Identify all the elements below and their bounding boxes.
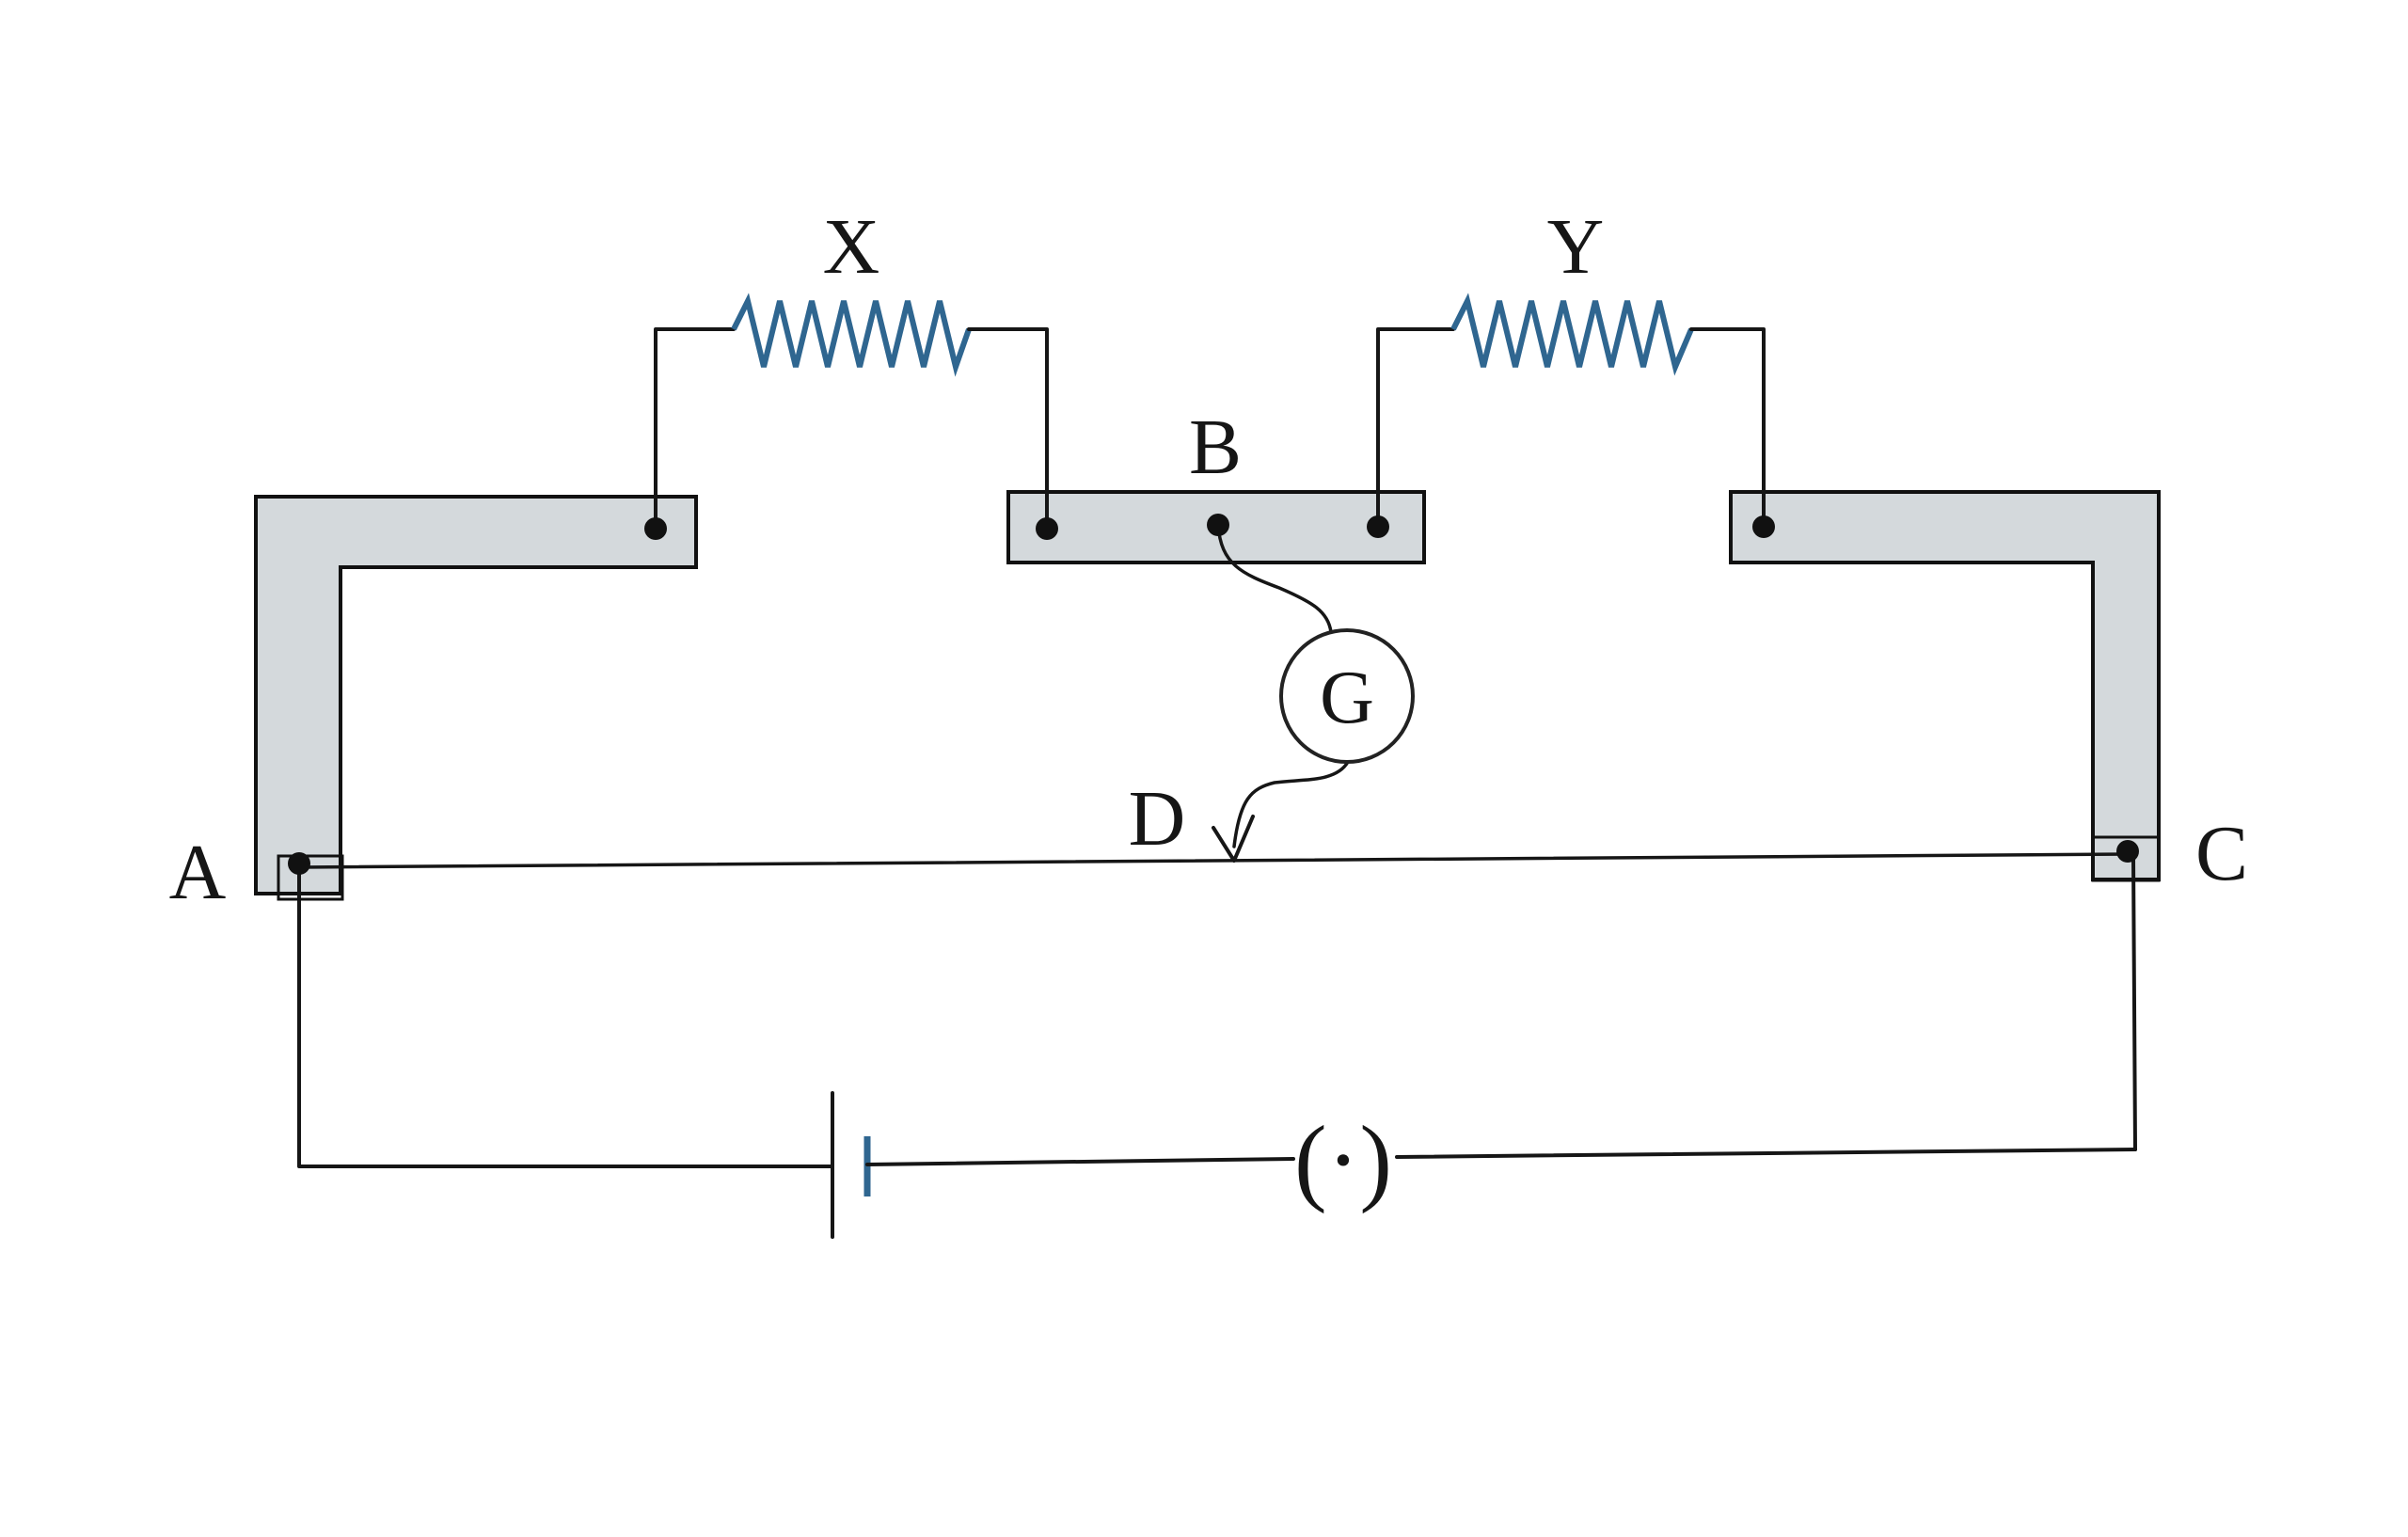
battery-wire-left [297,868,834,1168]
contact-square-c [2091,835,2161,882]
battery-wire-right-vertical [2131,856,2137,1151]
point-c-label: C [2195,810,2248,897]
point-a-label: A [169,829,227,916]
resistor-x-label: X [823,203,880,291]
cell-icon [831,1091,871,1239]
terminal-a [288,852,310,875]
galvanometer-wire-bottom [1232,760,1350,848]
key-symbol: (·) [1294,1106,1392,1214]
right-metal-strip [1729,490,2161,881]
terminal-c [2116,840,2139,863]
point-d-label: D [1129,775,1186,863]
battery-wire-middle [865,1157,1295,1166]
terminal-middle-left [1036,517,1058,540]
galvanometer-icon [1279,628,1415,764]
point-b-label: B [1189,404,1242,491]
left-metal-strip [254,495,698,895]
battery-wire-right [1395,1148,2137,1159]
galvanometer-label: G [1320,657,1374,739]
jockey-arrow-icon [1212,815,1255,863]
terminal-left-strip [644,517,667,540]
resistor-x [654,293,1049,529]
terminal-b [1207,514,1229,536]
resistor-y-label: Y [1547,203,1605,291]
bridge-wire [297,852,2130,869]
contact-square-a [277,854,344,901]
resistor-y [1376,293,1766,529]
terminal-middle-right [1367,515,1389,538]
galvanometer-wire-top [1216,523,1333,634]
terminal-right-strip [1752,515,1775,538]
